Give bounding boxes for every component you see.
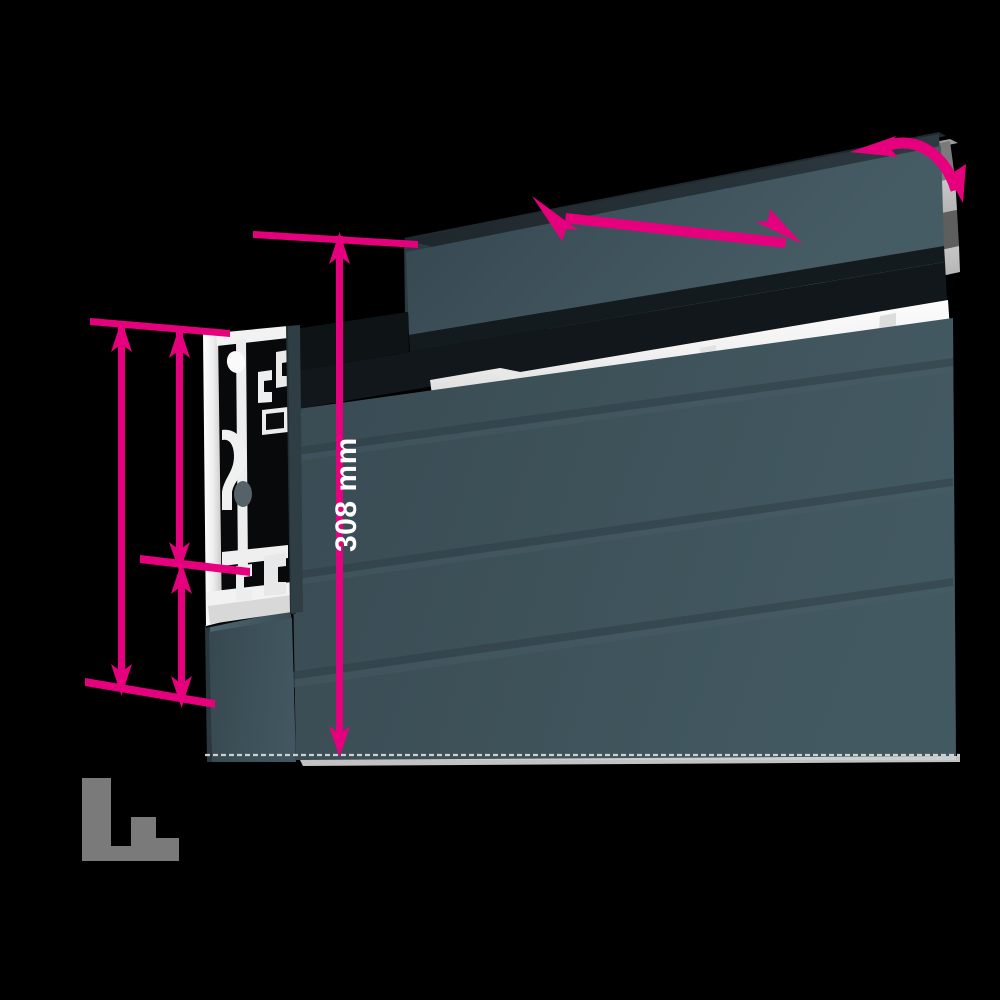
bottom-sill-group: [205, 607, 296, 762]
top-rail-front-face: [406, 146, 944, 335]
front-panel-group: [290, 318, 956, 760]
rotation-arrow: [850, 136, 966, 203]
dim-inner-arrow-bottom: [171, 676, 192, 708]
dim-308-arrow-bottom: [329, 726, 350, 757]
profile-hook-bottom-right: [264, 553, 286, 596]
top-rail-bottom-shadow: [409, 246, 945, 352]
sill-front-face: [209, 618, 296, 762]
corner-profile-logo: [82, 778, 179, 861]
linear-arrow-shaft: [565, 213, 786, 248]
rotation-arrow-head-right: [942, 164, 966, 203]
dim-inner-shaft-lower: [178, 582, 185, 700]
dimension-label-308: 308 mm: [330, 437, 363, 552]
dim-outer-shaft: [118, 324, 125, 688]
linear-arrow-head-right: [756, 209, 802, 244]
dim-outer-extension-top: [90, 318, 230, 337]
linear-travel-arrow: [532, 196, 802, 248]
extrusion-cross-section-group: [203, 326, 296, 628]
cavity-left-shadow: [288, 312, 409, 372]
dim-inner-arrow-mid-up: [171, 562, 192, 594]
profile-center-boss: [234, 481, 252, 507]
cut-edge-highlight: [300, 756, 960, 766]
dim-308-arrow-top: [329, 232, 350, 264]
top-rail-bar-group: [404, 132, 946, 352]
profile-lower-shelf: [222, 545, 288, 566]
dim-inner-arrow-top: [169, 326, 190, 358]
profile-hook-left: [222, 429, 246, 510]
profile-hook-upper-right: [258, 370, 272, 403]
dim-inner-arrow-mid-down: [169, 542, 190, 572]
linear-arrow-head-left: [532, 196, 578, 241]
rotation-arrow-head-left: [850, 136, 898, 157]
main-dimension-308: [253, 231, 418, 757]
profile-outer-skin: [203, 331, 222, 626]
profile-hook-upper-right-2: [276, 350, 288, 388]
bottom-cut-edge-group: [205, 753, 960, 766]
side-wall-group: [288, 325, 303, 613]
dim-outer-arrow-bottom: [111, 664, 132, 696]
logo-mark-foot: [131, 838, 179, 861]
dim-308-extension-top: [253, 231, 418, 248]
profile-top-flange: [216, 326, 288, 346]
cavity-under-rail: [289, 262, 947, 410]
motion-indicator-group: [532, 136, 966, 248]
profile-drain-hole: [226, 351, 246, 373]
inner-dimension: [140, 326, 250, 708]
dim-inner-extension-mid: [140, 555, 250, 576]
dim-inner-shaft-upper: [176, 330, 183, 550]
profile-bottom-wall-2: [208, 595, 292, 624]
profile-rib-chamber-void: [266, 412, 284, 430]
dim-outer-arrow-top: [111, 320, 132, 352]
dim-308-shaft: [336, 236, 343, 748]
side-wall-strip: [288, 325, 303, 613]
box-cavity-group: [288, 262, 947, 410]
panel-shading: [290, 318, 956, 760]
